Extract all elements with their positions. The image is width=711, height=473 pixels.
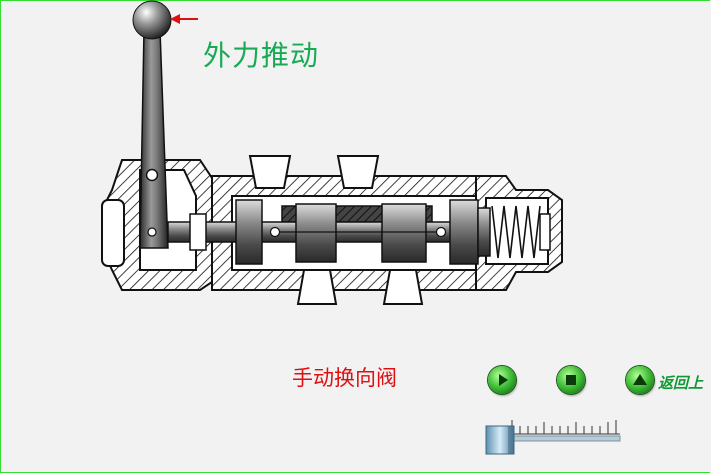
play-icon	[499, 374, 508, 386]
slider-track	[513, 435, 621, 442]
hand-lever	[132, 0, 172, 249]
slider-ticks	[510, 420, 620, 435]
stop-button[interactable]	[557, 366, 585, 394]
up-arrow-icon	[633, 374, 647, 385]
slider-thumb[interactable]	[485, 425, 515, 455]
back-button[interactable]	[626, 366, 654, 394]
valve-spool	[167, 199, 491, 265]
valve-caption: 手动换向阀	[292, 366, 397, 390]
animation-heading: 外力推动	[203, 39, 320, 72]
force-arrow-icon	[170, 14, 198, 24]
back-label[interactable]: 返回上	[658, 374, 704, 392]
right-end-cap	[475, 175, 563, 291]
play-button[interactable]	[488, 366, 516, 394]
stop-icon	[566, 375, 576, 385]
progress-slider[interactable]	[484, 414, 624, 458]
